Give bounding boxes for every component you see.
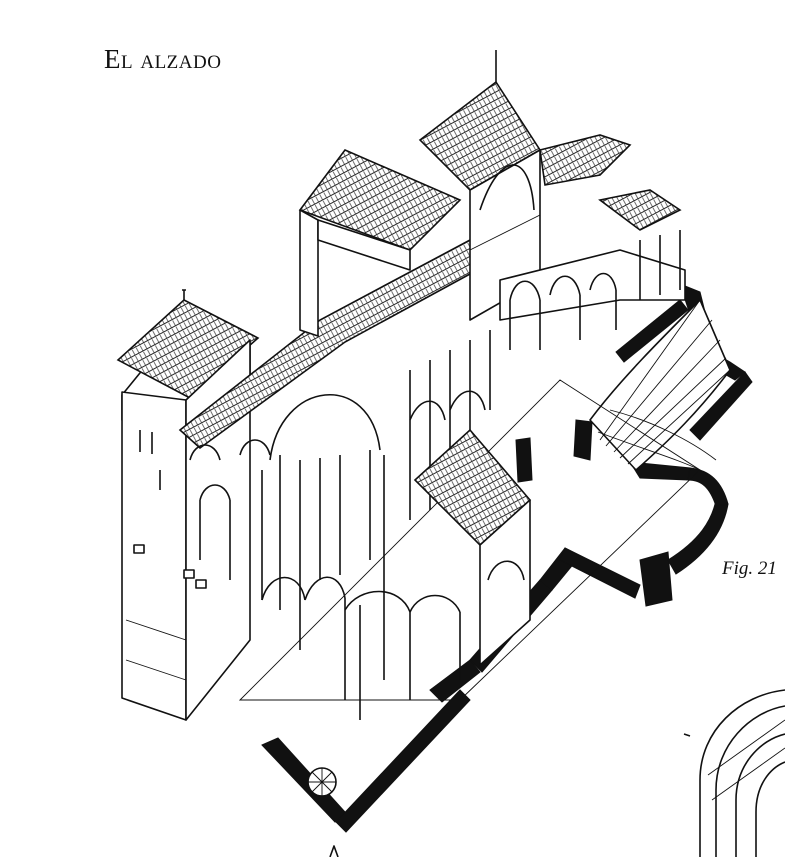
bell-tower <box>116 289 260 721</box>
spiral-stair <box>307 767 337 797</box>
nave-arcades <box>189 330 491 700</box>
section-wall-outline <box>261 283 753 833</box>
page-heading: El alzado <box>104 44 222 74</box>
apse-arcade <box>499 134 686 350</box>
figure-caption: Fig. 21 <box>722 558 777 579</box>
transept-porch <box>344 428 532 720</box>
second-drawing-fragment <box>329 689 785 857</box>
nave-roof <box>178 149 494 450</box>
